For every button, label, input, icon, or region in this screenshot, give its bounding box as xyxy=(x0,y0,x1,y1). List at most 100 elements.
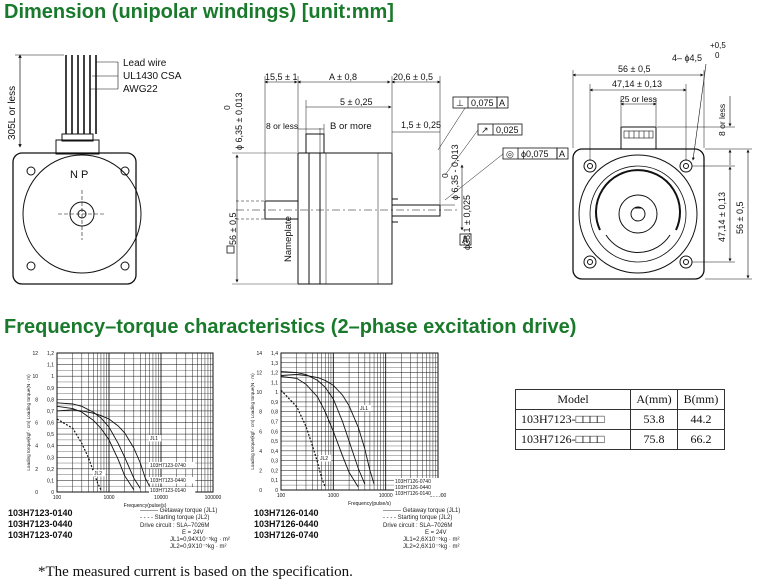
annotation-background xyxy=(149,462,196,469)
y-tick-label: 0,4 xyxy=(47,444,54,450)
square-56: 56 ± 0,5 xyxy=(228,213,238,245)
dim-1-5: 1,5 ± 0,25 xyxy=(401,120,441,130)
y-tick-label: 0,8 xyxy=(47,397,54,403)
dim-8-or-less-v: 8 or less xyxy=(717,104,727,136)
dimension-title: Dimension (unipolar windings) [unit:mm] xyxy=(4,1,394,23)
table-cell: 66.2 xyxy=(677,429,725,450)
series-annotation: JL1 xyxy=(150,436,158,442)
series-line xyxy=(280,389,326,488)
ref-a-3: A xyxy=(462,235,468,245)
y-axis-label: Loading torque(kgf · cm) Loading torque(… xyxy=(250,373,255,470)
part-numbers-7123: 103H7123-0140 103H7123-0440 103H7123-074… xyxy=(8,508,73,541)
holes-tol-bottom: 0 xyxy=(715,51,720,60)
series-annotation: 103H7126-0740 xyxy=(395,479,431,485)
square-symbol xyxy=(226,245,235,254)
series-line xyxy=(280,374,375,485)
y-tick-label: 1,1 xyxy=(271,380,278,386)
y2-tick-label: 6 xyxy=(259,429,262,435)
series-annotation: JL2 xyxy=(320,456,328,462)
annotation-background xyxy=(149,487,196,494)
length-305-label: 305L or less xyxy=(7,86,18,140)
table-row: 103H7126-□□□□ 75.8 66.2 xyxy=(515,429,725,450)
dim-25-or-less: 25 or less xyxy=(620,94,657,104)
awg-label: AWG22 xyxy=(123,84,158,95)
legend-line: - - - - Starting torque (JL2) xyxy=(383,515,453,522)
shaft-side-dia: ϕ 6,35 - 0,013 xyxy=(450,144,460,200)
y-axis-label: Loading torque(kgf · cm) Loading torque(… xyxy=(26,374,31,471)
y-tick-label: 0 xyxy=(51,490,54,496)
dim-38-1: ϕ38,1 ± 0,025 xyxy=(462,195,472,250)
dim-47-14-v: 47,14 ± 0,13 xyxy=(717,192,727,242)
dim-a: A ± 0,8 xyxy=(329,72,357,82)
part-number: 103H7123-0740 xyxy=(8,530,73,540)
shaft-side-0: 0 xyxy=(440,173,450,178)
annotation-background xyxy=(359,405,372,412)
lead-wire-label: Lead wire xyxy=(123,58,167,69)
y-tick-label: 0,7 xyxy=(271,420,278,426)
y2-tick-label: 0 xyxy=(259,488,262,494)
y-tick-label: 0,1 xyxy=(47,478,54,484)
series-annotation: 103H7126-0140 xyxy=(395,491,431,497)
y2-tick-label: 0 xyxy=(35,490,38,496)
y-tick-label: 0,4 xyxy=(271,449,278,455)
y2-tick-label: 4 xyxy=(35,444,38,450)
x-tick-label: 100 xyxy=(277,493,286,499)
motor-side-view xyxy=(232,76,569,285)
y2-tick-label: 10 xyxy=(256,390,262,396)
circ-symbol: ◎ xyxy=(506,149,514,159)
arrow-symbol: ↗ xyxy=(481,125,489,135)
x-tick-label: 1000 xyxy=(328,493,339,499)
part-number: 103H7123-0140 xyxy=(8,508,73,518)
table-cell: 44.2 xyxy=(677,409,725,430)
annotation-background xyxy=(319,455,332,462)
y-tick-label: 0,7 xyxy=(47,409,54,415)
y2-tick-label: 10 xyxy=(32,374,38,380)
annotation-background xyxy=(93,470,106,477)
shaft-front-0: 0 xyxy=(222,105,232,110)
model-table: Model A(mm) B(mm) 103H7123-□□□□ 53.8 44.… xyxy=(515,389,725,450)
table-header: B(mm) xyxy=(677,389,725,410)
x-tick-label: 10000 xyxy=(154,495,168,501)
annotation-background xyxy=(394,484,441,491)
ul-label: UL1430 CSA xyxy=(123,71,182,82)
annotation-background xyxy=(394,478,441,485)
series-line xyxy=(56,409,150,487)
part-number: 103H7123-0440 xyxy=(8,519,73,529)
holes-label: 4– ϕ4,5 xyxy=(672,53,702,63)
legend-line: E = 24V xyxy=(182,529,204,536)
legend-line: JL2=0,9X10⁻⁵kg · m² xyxy=(170,544,227,551)
y-tick-label: 0,5 xyxy=(271,439,278,445)
y-tick-label: 1,2 xyxy=(47,351,54,357)
part-number: 103H7126-0440 xyxy=(254,519,319,529)
y-tick-label: 0,9 xyxy=(271,400,278,406)
motor-back-view xyxy=(12,54,142,285)
x-tick-label: 100 xyxy=(53,495,62,501)
y-tick-label: 0,6 xyxy=(47,421,54,427)
annotation-background xyxy=(394,490,441,497)
part-number: 103H7126-0740 xyxy=(254,530,319,540)
perp-symbol: ⊥ xyxy=(456,98,464,108)
series-annotation: JL1 xyxy=(360,406,368,412)
x-tick-label: 10000 xyxy=(379,493,393,499)
legend-7123: ——— Getaway torque (JL1) - - - - Startin… xyxy=(140,508,230,552)
tol-025: 0,025 xyxy=(496,125,519,135)
y2-tick-label: 14 xyxy=(256,351,262,357)
y-tick-label: 0,6 xyxy=(271,429,278,435)
legend-line: JL1=0,94X10⁻⁵kg · m² xyxy=(170,537,230,544)
part-number: 103H7126-0140 xyxy=(254,508,319,518)
y-tick-label: 1 xyxy=(51,374,54,380)
y-tick-label: 0,2 xyxy=(47,467,54,473)
legend-line: ——— Getaway torque (JL1) xyxy=(140,508,218,514)
table-cell: 103H7126-□□□□ xyxy=(515,429,631,450)
table-cell: 103H7123-□□□□ xyxy=(515,409,631,430)
x-axis-label: Frequency(pulse/s) xyxy=(348,501,391,507)
series-line xyxy=(280,376,359,488)
y-tick-label: 1,1 xyxy=(47,363,54,369)
x-tick-label: 1000 xyxy=(103,495,114,501)
table-cell: 75.8 xyxy=(630,429,678,450)
y2-tick-label: 4 xyxy=(259,449,262,455)
y2-tick-label: 2 xyxy=(35,467,38,473)
ref-a-1: A xyxy=(499,98,505,108)
table-cell: 53.8 xyxy=(630,409,678,430)
legend-line: JL1=2,6X10⁻⁵kg · m² xyxy=(403,537,460,544)
